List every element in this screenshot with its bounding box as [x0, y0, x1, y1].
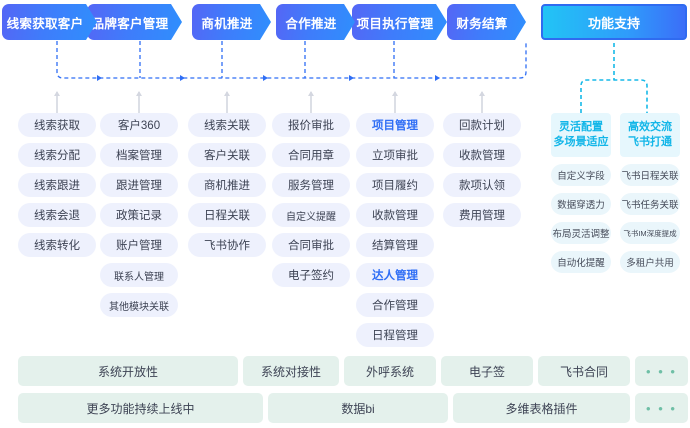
feature-pill[interactable]: 电子签约: [272, 263, 350, 287]
feature-pill[interactable]: 自定义提醒: [272, 203, 350, 227]
column-finance-settlement: 回款计划收款管理款项认领费用管理: [443, 113, 521, 233]
feature-pill[interactable]: 合同用章: [272, 143, 350, 167]
flow-stage-label: 财务结算: [456, 16, 508, 31]
feature-pill[interactable]: 日程管理: [356, 323, 434, 347]
feature-pill[interactable]: 联系人管理: [100, 263, 178, 287]
feature-pill[interactable]: 报价审批: [272, 113, 350, 137]
column-opportunity-advance: 线索关联客户关联商机推进日程关联飞书协作: [188, 113, 266, 263]
support-pill[interactable]: 飞书任务关联: [620, 193, 680, 215]
column-brand-customer-management: 客户360 档案管理跟进管理政策记录账户管理联系人管理其他模块关联: [100, 113, 178, 323]
support-column-header[interactable]: 灵活配置多场景适应: [551, 113, 611, 157]
feature-pill[interactable]: 合作管理: [356, 293, 434, 317]
feature-pill[interactable]: 客户关联: [188, 143, 266, 167]
feature-pill[interactable]: 款项认领: [443, 173, 521, 197]
bottom-bar-item[interactable]: 飞书合同: [538, 356, 630, 386]
feature-pill[interactable]: 政策记录: [100, 203, 178, 227]
flow-stage-4[interactable]: 合作推进: [276, 4, 355, 40]
support-pill[interactable]: 多租户共用: [620, 251, 680, 273]
feature-pill[interactable]: 立项审批: [356, 143, 434, 167]
support-pill[interactable]: 飞书日程关联: [620, 164, 680, 186]
support-pill[interactable]: 飞书IM深度提成: [620, 222, 680, 244]
column-cooperation-advance: 报价审批合同用章服务管理自定义提醒合同审批电子签约: [272, 113, 350, 293]
bottom-bar-item[interactable]: 多维表格插件: [453, 393, 630, 423]
feature-pill[interactable]: 结算管理: [356, 233, 434, 257]
support-header-line1: 灵活配置: [559, 121, 603, 133]
flow-stage-label: 品牌客户管理: [91, 16, 169, 31]
bottom-bar-item[interactable]: 电子签: [441, 356, 533, 386]
bottom-bar-item[interactable]: 数据bi: [268, 393, 448, 423]
feature-pill[interactable]: 达人管理: [356, 263, 434, 287]
column-project-execution-management: 项目管理立项审批项目履约收款管理结算管理达人管理合作管理日程管理: [356, 113, 434, 353]
column-lead-acquisition: 线索获取线索分配线索跟进线索会退线索转化: [18, 113, 96, 263]
flow-stage-6[interactable]: 财务结算: [447, 4, 526, 40]
feature-pill[interactable]: 收款管理: [443, 143, 521, 167]
feature-pill[interactable]: 跟进管理: [100, 173, 178, 197]
flow-stage-label: 项目执行管理: [356, 16, 434, 31]
feature-pill[interactable]: 收款管理: [356, 203, 434, 227]
support-pill[interactable]: 数据穿透力: [551, 193, 611, 215]
feature-pill[interactable]: 费用管理: [443, 203, 521, 227]
support-header-button[interactable]: 功能支持: [541, 4, 687, 40]
feature-pill[interactable]: 线索会退: [18, 203, 96, 227]
support-pill[interactable]: 自动化提醒: [551, 251, 611, 273]
feature-pill[interactable]: 线索转化: [18, 233, 96, 257]
flow-stage-5[interactable]: 项目执行管理: [352, 4, 447, 40]
feature-pill[interactable]: 其他模块关联: [100, 293, 178, 317]
feature-pill[interactable]: 服务管理: [272, 173, 350, 197]
support-pill[interactable]: 布局灵活调整: [551, 222, 611, 244]
feature-pill[interactable]: 飞书协作: [188, 233, 266, 257]
flow-stage-2[interactable]: 品牌客户管理: [87, 4, 182, 40]
support-pill[interactable]: 自定义字段: [551, 164, 611, 186]
flow-stage-label: 线索获取客户: [6, 16, 84, 31]
feature-pill[interactable]: 档案管理: [100, 143, 178, 167]
support-header-line2: 飞书打通: [628, 136, 672, 148]
feature-pill[interactable]: 账户管理: [100, 233, 178, 257]
more-options-button[interactable]: • • •: [635, 356, 688, 386]
feature-pill[interactable]: 回款计划: [443, 113, 521, 137]
feature-pill[interactable]: 日程关联: [188, 203, 266, 227]
feature-pill[interactable]: 线索分配: [18, 143, 96, 167]
bottom-bar-item[interactable]: 外呼系统: [344, 356, 436, 386]
feature-pill[interactable]: 项目履约: [356, 173, 434, 197]
feature-pill[interactable]: 客户360: [100, 113, 178, 137]
feature-pill[interactable]: 项目管理: [356, 113, 434, 137]
support-column-header[interactable]: 高效交流飞书打通: [620, 113, 680, 157]
support-header-label: 功能支持: [587, 15, 640, 31]
feature-pill[interactable]: 合同审批: [272, 233, 350, 257]
feature-pill[interactable]: 线索跟进: [18, 173, 96, 197]
more-options-button[interactable]: • • •: [635, 393, 688, 423]
feature-pill[interactable]: 线索获取: [18, 113, 96, 137]
support-header-line2: 多场景适应: [553, 136, 609, 148]
support-column-flexible-configuration: 灵活配置多场景适应自定义字段数据穿透力布局灵活调整自动化提醒: [551, 113, 611, 280]
feature-pill[interactable]: 商机推进: [188, 173, 266, 197]
flow-stage-3[interactable]: 商机推进: [192, 4, 271, 40]
support-header-line1: 高效交流: [628, 121, 672, 133]
flow-stage-label: 合作推进: [285, 16, 337, 31]
bottom-bar-item[interactable]: 更多功能持续上线中: [18, 393, 263, 423]
feature-pill[interactable]: 线索关联: [188, 113, 266, 137]
bottom-bar-item[interactable]: 系统开放性: [18, 356, 238, 386]
bottom-bar-item[interactable]: 系统对接性: [243, 356, 339, 386]
flow-stage-label: 商机推进: [201, 16, 253, 31]
flow-stage-1[interactable]: 线索获取客户: [2, 4, 97, 40]
support-column-efficient-communication: 高效交流飞书打通飞书日程关联飞书任务关联飞书IM深度提成多租户共用: [620, 113, 680, 280]
